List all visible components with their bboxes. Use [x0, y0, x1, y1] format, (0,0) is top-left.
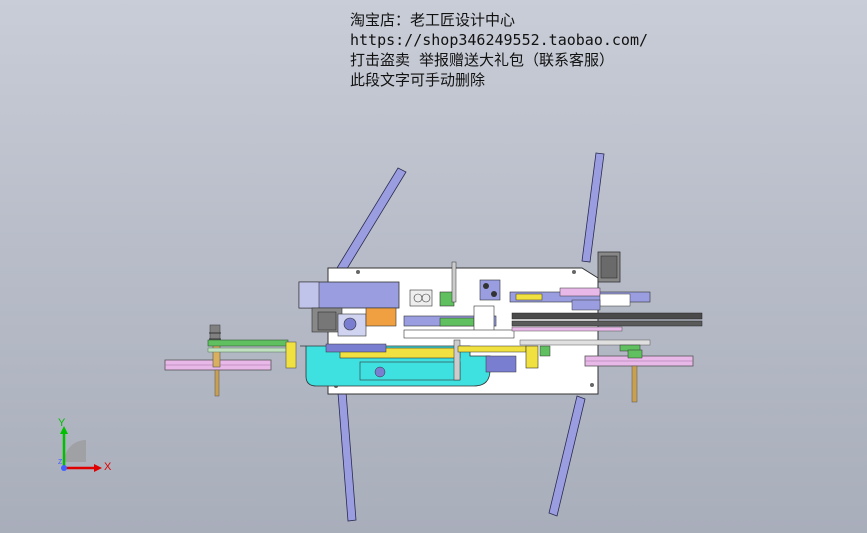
support-legs [336, 152, 605, 522]
leg-lower-left [337, 391, 357, 522]
sensor-block [337, 313, 367, 337]
axis-y-label: Y [58, 417, 66, 429]
left-belt-arm [207, 339, 297, 369]
orange-block [365, 307, 397, 327]
axis-z-label: Z [58, 459, 63, 466]
leg-upper-right [581, 152, 605, 263]
watermark-text: 淘宝店：老工匠设计中心 https://shop346249552.taobao… [350, 10, 648, 90]
center-gauges [409, 261, 501, 307]
motor-housing [298, 281, 400, 333]
watermark-notice: 打击盗卖 举报赠送大礼包（联系客服） [350, 51, 615, 69]
axis-triad: Y X Z [58, 417, 112, 473]
upper-right-actuator [509, 251, 651, 311]
cyan-base-mechanism [300, 339, 551, 387]
watermark-delete-note: 此段文字可手动删除 [350, 71, 486, 89]
upper-actuator-rails [403, 305, 515, 339]
leg-lower-right [548, 395, 586, 517]
watermark-shop-name: 淘宝店：老工匠设计中心 [350, 11, 516, 29]
right-pulley-wheel [584, 349, 694, 403]
axis-x-label: X [104, 461, 112, 473]
left-pulley-wheel [164, 324, 272, 397]
watermark-url: https://shop346249552.taobao.com/ [350, 31, 649, 49]
leg-upper-left [336, 167, 407, 273]
